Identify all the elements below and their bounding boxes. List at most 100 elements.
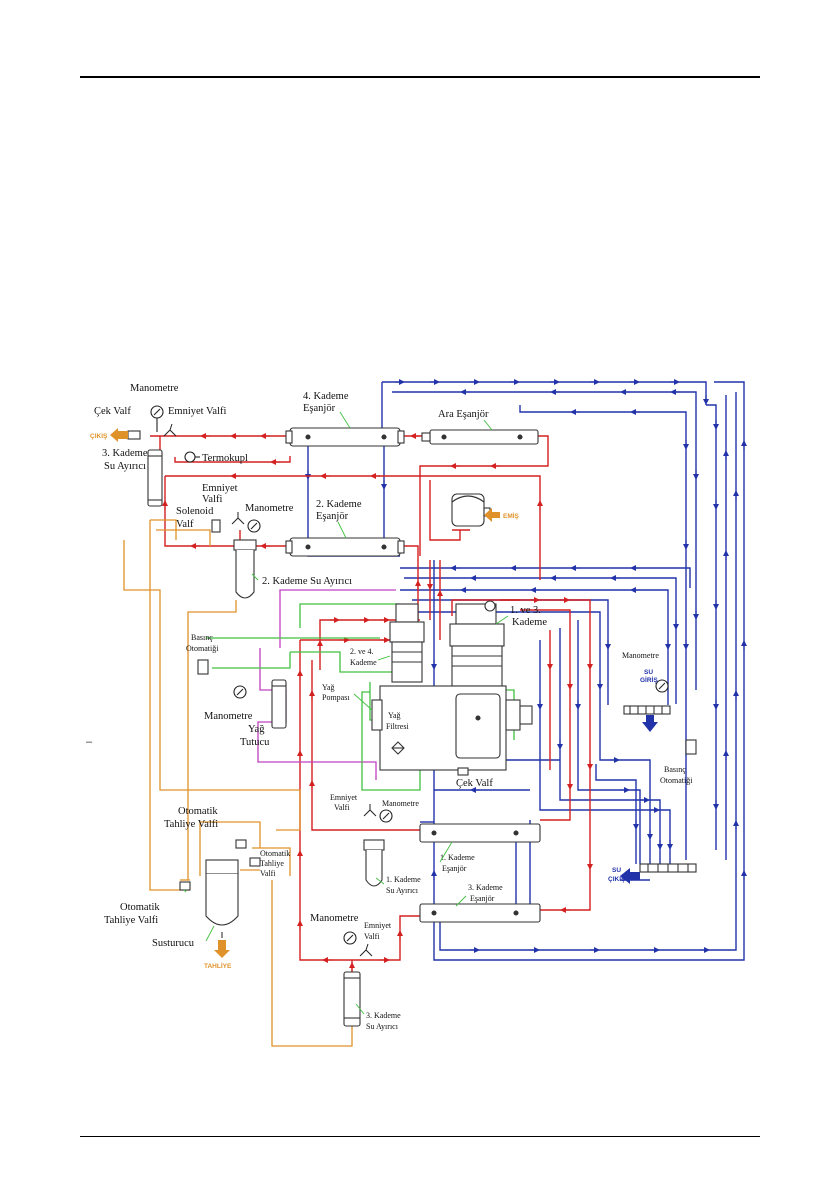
- equipment: [127, 427, 697, 1027]
- label-su-cikis-2: ÇIKIŞ: [608, 876, 626, 883]
- label-cek-valf-top: Çek Valf: [94, 406, 131, 417]
- emniyet-valfi-3-icon: [363, 804, 377, 817]
- label-emis: EMİŞ: [503, 512, 520, 520]
- side-mark: –: [86, 736, 93, 748]
- water-manifold-out: [639, 863, 697, 873]
- label-kademe1-esanjor-1: 1. Kademe: [440, 853, 475, 862]
- label-manometre-3: Manometre: [382, 799, 419, 808]
- label-kademe4-esanjor-1: 4. Kademe: [303, 391, 349, 402]
- cek-valf-top: [127, 430, 141, 440]
- label-manometre-2: Manometre: [245, 503, 294, 514]
- label-yag-tutucu-1: Yağ: [248, 724, 265, 735]
- yag-filtresi: [391, 741, 405, 755]
- emniyet-valfi-top-icon: [163, 423, 177, 437]
- water-arrows: [305, 379, 747, 953]
- label-kademe3-esanjor-2: Eşanjör: [470, 894, 495, 903]
- kademe1-esanjor: [419, 823, 541, 843]
- kademe3-esanjor: [419, 903, 541, 923]
- label-manometre-left: Manometre: [204, 711, 253, 722]
- label-yag-pompasi-2: Pompası: [322, 693, 350, 702]
- label-kademe13-1: 1. ve 3.: [510, 605, 541, 616]
- label-basinc-otomatigi-left-1: Basınç: [191, 633, 213, 642]
- label-emniyet-valfi-3-1: Emniyet: [330, 793, 358, 802]
- label-kademe13-2: Kademe: [512, 617, 547, 628]
- otomatik-tahliye-valve-top: [235, 839, 247, 849]
- emis-arrow-icon: [484, 508, 500, 522]
- label-emniyet-valfi-top: Emniyet Valfi: [168, 406, 227, 417]
- termokupl-icon: [184, 451, 200, 463]
- label-kademe3-su-ayirici-top-1: 3. Kademe: [102, 448, 148, 459]
- manometre-3-icon: [379, 809, 393, 823]
- label-su-cikis-1: SU: [612, 867, 621, 874]
- label-su-giris-2: GİRİŞ: [640, 676, 658, 684]
- label-yag-filtresi-2: Filtresi: [386, 722, 409, 731]
- kademe2-esanjor: [285, 537, 405, 557]
- basinc-otomatigi-left: [197, 659, 209, 675]
- ara-esanjor: [421, 429, 539, 445]
- label-kademe24-2: Kademe: [350, 658, 377, 667]
- kademe3-su-ayirici-bottom: [343, 971, 361, 1027]
- label-otomatik-tahliye-top-1: Otomatik: [178, 806, 218, 817]
- label-su-giris-1: SU: [644, 669, 653, 676]
- label-cikis: ÇIKIŞ: [90, 433, 108, 440]
- manometre-right-icon: [655, 679, 669, 693]
- label-solenoid-valf-2: Valf: [176, 519, 194, 530]
- label-otomatik-tahliye-top-2: Tahliye Valfi: [164, 819, 218, 830]
- otomatik-tahliye-valve-right: [249, 857, 261, 867]
- label-kademe2-su-ayirici: 2. Kademe Su Ayırıcı: [262, 576, 352, 587]
- manometre-2-icon: [247, 519, 261, 533]
- drain-lines: [123, 519, 353, 1047]
- otomatik-tahliye-valve-left: [179, 881, 191, 891]
- basinc-otomatigi-right: [685, 739, 697, 755]
- manometre-4-icon: [343, 931, 357, 945]
- cek-valf-mid: [457, 767, 469, 776]
- label-yag-filtresi-1: Yağ: [388, 711, 401, 720]
- water-manifold-in: [623, 705, 671, 715]
- label-yag-tutucu-2: Tutucu: [240, 737, 270, 748]
- safety-valves: [163, 423, 377, 957]
- label-otomatik-tahliye-left-1: Otomatik: [120, 902, 160, 913]
- label-solenoid-valf-1: Solenoid: [176, 506, 214, 517]
- label-ara-esanjor: Ara Eşanjör: [438, 409, 489, 420]
- manometre-top-icon: [150, 405, 164, 432]
- label-kademe3-su-ayirici-top-2: Su Ayırıcı: [104, 461, 146, 472]
- label-kademe24-1: 2. ve 4.: [350, 647, 374, 656]
- emniyet-valfi-4-icon: [359, 943, 373, 957]
- label-manometre-right: Manometre: [622, 651, 659, 660]
- label-emniyet-valfi-3-2: Valfi: [334, 803, 350, 812]
- label-tahliye: TAHLİYE: [204, 962, 232, 970]
- kademe3-su-ayirici-top: [147, 449, 163, 507]
- label-kademe3-su-ayirici-bottom-2: Su Ayırıcı: [366, 1022, 399, 1031]
- tahliye-arrow-icon: [214, 940, 230, 958]
- label-susturucu: Susturucu: [152, 938, 195, 949]
- label-basinc-otomatigi-left-2: Otomatiği: [186, 644, 219, 653]
- water-arrows-large: [620, 715, 658, 884]
- manometre-left-icon: [233, 685, 247, 699]
- label-manometre-top: Manometre: [130, 383, 179, 394]
- label-otomatik-tahliye-small-3: Valfi: [260, 869, 276, 878]
- compressor-stage-24: [389, 603, 425, 683]
- yag-tutucu: [271, 679, 287, 729]
- label-basinc-otomatigi-right-1: Basınç: [664, 765, 686, 774]
- label-cek-valf-mid: Çek Valf: [456, 778, 493, 789]
- susturucu: [205, 859, 239, 938]
- footer-rule: [80, 1136, 760, 1137]
- label-kademe3-esanjor-1: 3. Kademe: [468, 883, 503, 892]
- orange-arrows: [110, 428, 500, 958]
- label-kademe1-su-ayirici-1: 1. Kademe: [386, 875, 421, 884]
- label-kademe1-su-ayirici-2: Su Ayırıcı: [386, 886, 419, 895]
- label-kademe2-esanjor-1: 2. Kademe: [316, 499, 362, 510]
- solenoid-valve: [211, 519, 221, 533]
- compressor-stage-13: [449, 600, 505, 687]
- label-otomatik-tahliye-small-2: Tahliye: [260, 859, 284, 868]
- water-lines: [307, 381, 745, 961]
- label-emniyet-valfi-4-1: Emniyet: [364, 921, 392, 930]
- emniyet-valfi-2-icon: [231, 512, 245, 525]
- cikis-arrow-icon: [110, 428, 128, 442]
- intake-filter: [451, 493, 491, 527]
- leader-lines: [183, 411, 509, 1015]
- header-rule: [80, 76, 760, 78]
- label-basinc-otomatigi-right-2: Otomatiği: [660, 776, 693, 785]
- label-kademe3-su-ayirici-bottom-1: 3. Kademe: [366, 1011, 401, 1020]
